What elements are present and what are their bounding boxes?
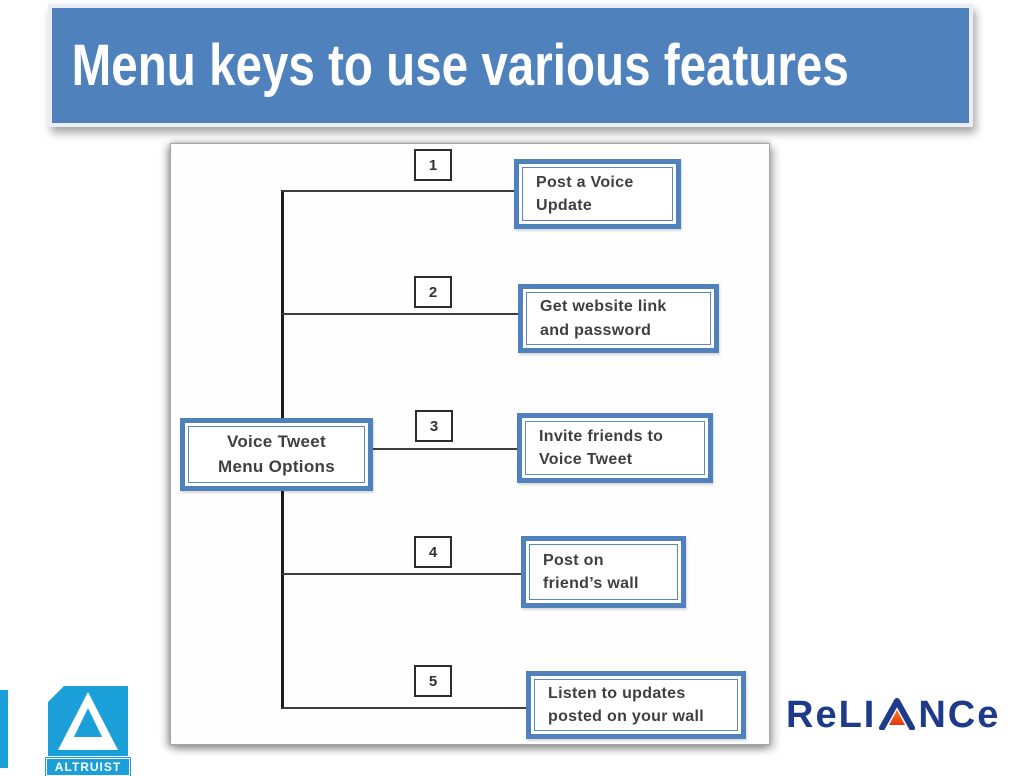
diagram-panel: 1 2 3 4 5 Voice Tweet Menu Options Post … <box>170 143 770 745</box>
feature-label: Listen to updates posted on your wall <box>548 684 704 725</box>
branch-line-2 <box>282 313 518 315</box>
left-edge-accent-bar <box>0 690 8 768</box>
reliance-a-triangle-icon <box>879 698 916 730</box>
reliance-wordmark-part1: ReLI <box>786 694 877 736</box>
feature-label: Post on friend’s wall <box>543 551 639 592</box>
feature-box-inner: Post on friend’s wall <box>529 544 678 600</box>
reliance-wordmark-part2: NCe <box>918 694 1001 736</box>
menu-key-label: 4 <box>428 543 438 561</box>
menu-key-box-4: 4 <box>414 536 452 568</box>
feature-label: Post a Voice Update <box>536 173 634 214</box>
root-node-inner: Voice Tweet Menu Options <box>188 426 365 483</box>
feature-box-inner: Get website link and password <box>526 292 711 345</box>
branch-line-1 <box>282 190 514 192</box>
menu-key-box-1: 1 <box>414 149 452 181</box>
menu-key-box-2: 2 <box>414 276 452 308</box>
feature-box-inner: Post a Voice Update <box>522 167 673 221</box>
menu-key-label: 3 <box>429 417 439 435</box>
reliance-logo: ReLI NCe <box>786 696 1000 734</box>
branch-line-4 <box>282 573 521 575</box>
feature-label: Invite friends to Voice Tweet <box>539 427 664 468</box>
menu-key-box-3: 3 <box>415 410 453 442</box>
feature-box-inner: Listen to updates posted on your wall <box>534 679 738 731</box>
menu-key-label: 1 <box>428 156 438 174</box>
feature-box-post-on-friends-wall: Post on friend’s wall <box>521 536 686 608</box>
root-node-label: Voice Tweet Menu Options <box>218 431 335 476</box>
feature-box-invite-friends: Invite friends to Voice Tweet <box>517 413 713 483</box>
branch-line-3 <box>373 448 517 450</box>
feature-label: Get website link and password <box>540 298 667 339</box>
altruist-label: ALTRUIST <box>45 757 131 776</box>
altruist-logo: ALTRUIST <box>45 686 131 776</box>
feature-box-post-voice-update: Post a Voice Update <box>514 159 681 229</box>
menu-key-label: 5 <box>428 672 438 690</box>
root-node-voice-tweet-menu-options: Voice Tweet Menu Options <box>180 418 373 491</box>
branch-line-5 <box>282 707 526 709</box>
page-title: Menu keys to use various features <box>71 33 849 98</box>
title-box: Menu keys to use various features <box>48 4 973 127</box>
menu-key-label: 2 <box>428 283 438 301</box>
altruist-mark-icon <box>48 686 128 756</box>
feature-box-inner: Invite friends to Voice Tweet <box>525 421 705 475</box>
feature-box-listen-to-updates: Listen to updates posted on your wall <box>526 671 746 739</box>
menu-key-box-5: 5 <box>414 665 452 697</box>
feature-box-get-website-link: Get website link and password <box>518 284 719 353</box>
